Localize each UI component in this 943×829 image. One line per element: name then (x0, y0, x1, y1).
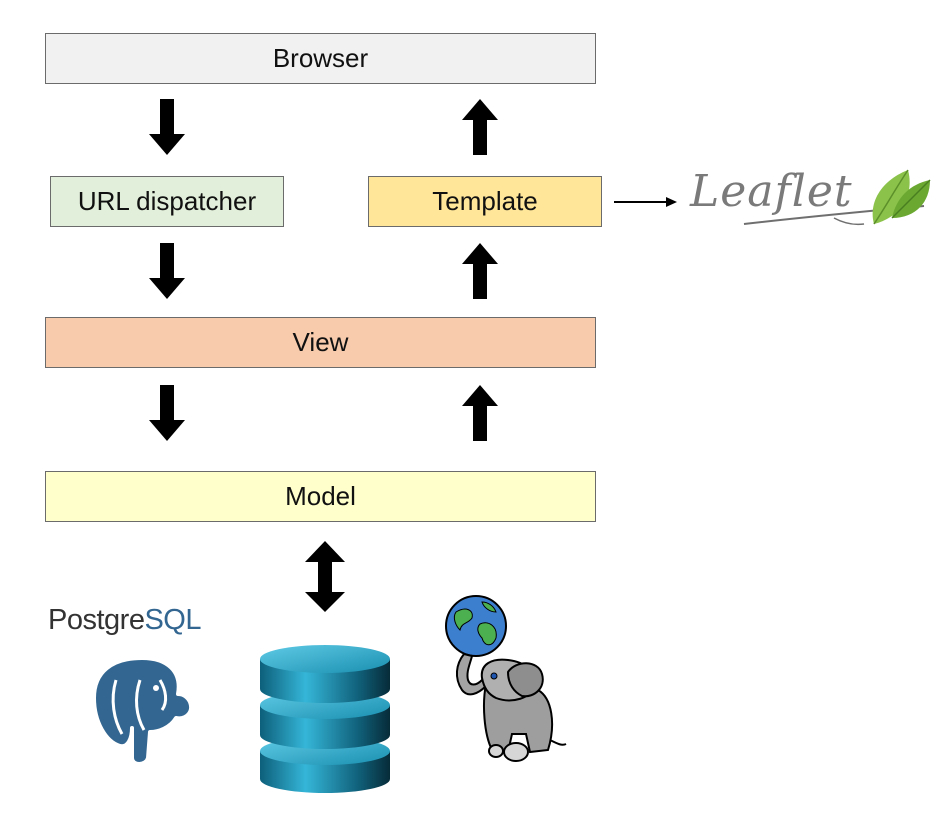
template-label: Template (432, 186, 538, 216)
arrow-up-view-to-template (462, 243, 498, 299)
arrow-up-template-to-browser (462, 99, 498, 155)
browser-label: Browser (272, 43, 369, 73)
leaflet-leaf-icon (872, 169, 931, 225)
leaflet-logo: Leaflet (684, 166, 939, 240)
url-dispatcher-box: URL dispatcher (50, 176, 284, 227)
postgresql-elephant-icon (92, 656, 193, 766)
arrow-up-model-to-view (462, 385, 498, 441)
database-cylinder-icon (260, 645, 390, 793)
view-label: View (292, 327, 349, 357)
view-box: View (45, 317, 596, 368)
browser-box: Browser (45, 33, 596, 84)
arrow-bidirectional-model-database (305, 541, 345, 612)
template-box: Template (368, 176, 602, 227)
postgresql-wordmark: PostgreSQL (48, 606, 201, 635)
model-box: Model (45, 471, 596, 522)
postgresql-text-part1: Postgre (48, 604, 145, 636)
arrow-down-view-to-model (149, 385, 185, 441)
arrow-down-browser-to-dispatcher (149, 99, 185, 155)
postgresql-text-part2: SQL (144, 604, 201, 636)
model-label: Model (285, 481, 356, 511)
arrow-down-dispatcher-to-view (149, 243, 185, 299)
postgis-elephant-globe-icon (445, 595, 567, 762)
url-dispatcher-label: URL dispatcher (77, 186, 257, 216)
leaflet-wordmark: Leaflet (690, 166, 853, 217)
arrow-template-to-leaflet (614, 197, 677, 207)
